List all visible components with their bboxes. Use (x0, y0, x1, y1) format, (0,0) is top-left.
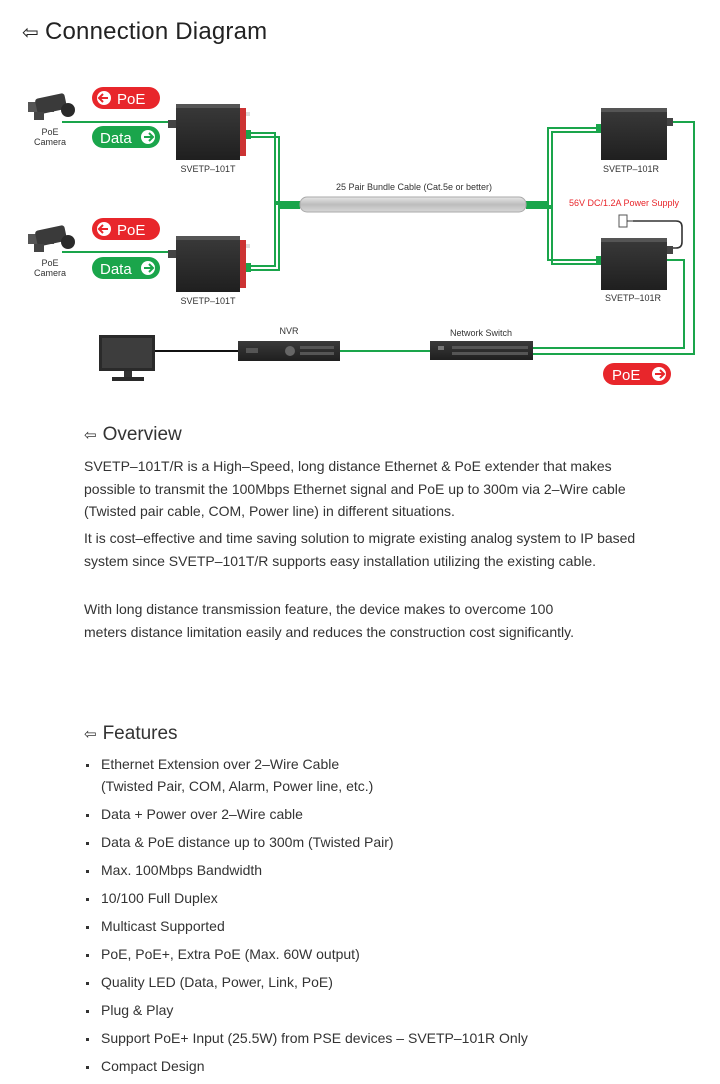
feature-item: Data & PoE distance up to 300m (Twisted … (84, 832, 684, 854)
data-tag: Data (92, 257, 160, 279)
feature-item: 10/100 Full Duplex (84, 888, 684, 910)
feature-item: Max. 100Mbps Bandwidth (84, 860, 684, 882)
arrow-left-icon (97, 224, 108, 234)
poe-tag: PoE (92, 87, 160, 109)
overview-heading: ⇦ Overview (84, 424, 182, 445)
feature-item: PoE, PoE+, Extra PoE (Max. 60W output) (84, 944, 684, 966)
receiver-device (596, 238, 673, 290)
feature-item: Support PoE+ Input (25.5W) from PSE devi… (84, 1028, 684, 1050)
arrow-left-icon: ⇦ (84, 725, 97, 743)
feature-item: Data + Power over 2–Wire cable (84, 804, 684, 826)
page-title: ⇦ Connection Diagram (22, 18, 267, 46)
feature-item: Compact Design (84, 1056, 684, 1078)
features-heading: ⇦ Features (84, 723, 178, 744)
overview-paragraph: With long distance transmission feature,… (84, 601, 574, 640)
transmitter-device (168, 104, 251, 160)
camera-label-line1: PoE (41, 127, 58, 137)
features-list: Ethernet Extension over 2–Wire Cable(Twi… (84, 754, 684, 1084)
page-title-text: Connection Diagram (44, 18, 268, 45)
transmitter-label: SVETP–101T (180, 164, 236, 174)
receiver-label: SVETP–101R (603, 164, 660, 174)
poe-tag: PoE (92, 218, 160, 240)
cable-label: 25 Pair Bundle Cable (Cat.5e or better) (336, 182, 492, 192)
svg-text:Data: Data (100, 130, 132, 147)
transmitter-device (168, 236, 251, 292)
arrow-left-icon: ⇦ (84, 426, 97, 444)
svg-text:PoE: PoE (117, 91, 145, 108)
camera-label-line2: Camera (34, 268, 66, 278)
feature-item: Plug & Play (84, 1000, 684, 1022)
feature-item: Quality LED (Data, Power, Link, PoE) (84, 972, 684, 994)
network-wires (62, 121, 695, 355)
poe-tag: PoE (603, 363, 671, 385)
arrow-right-icon (655, 369, 666, 379)
nvr-label: NVR (279, 326, 299, 336)
overview-paragraph: SVETP–101T/R is a High–Speed, long dista… (84, 458, 626, 519)
svg-text:PoE: PoE (117, 222, 145, 239)
nvr-device (238, 341, 340, 361)
switch-label: Network Switch (450, 328, 512, 338)
overview-paragraph: It is cost–effective and time saving sol… (84, 530, 636, 569)
feature-item: Ethernet Extension over 2–Wire Cable(Twi… (84, 754, 684, 797)
feature-item: Multicast Supported (84, 916, 684, 938)
power-supply-label: 56V DC/1.2A Power Supply (569, 198, 680, 208)
monitor-icon (99, 335, 155, 381)
network-switch-device (430, 341, 533, 360)
connection-diagram: PoE Camera PoE Camera PoE Data PoE Data (28, 87, 695, 385)
power-adapter-icon (618, 214, 683, 249)
svg-text:Data: Data (100, 261, 132, 278)
transmitter-label: SVETP–101T (180, 296, 236, 306)
camera-label-line1: PoE (41, 258, 58, 268)
receiver-device (596, 108, 673, 160)
arrow-right-icon (144, 132, 155, 142)
camera-icon (28, 225, 75, 252)
arrow-left-icon: ⇦ (22, 20, 39, 44)
arrow-left-icon (97, 93, 108, 103)
camera-label-line2: Camera (34, 137, 66, 147)
svg-text:PoE: PoE (612, 367, 640, 384)
camera-icon (28, 93, 75, 120)
bundle-cable (299, 196, 527, 213)
data-tag: Data (92, 126, 160, 148)
receiver-label: SVETP–101R (605, 293, 662, 303)
arrow-right-icon (144, 263, 155, 273)
